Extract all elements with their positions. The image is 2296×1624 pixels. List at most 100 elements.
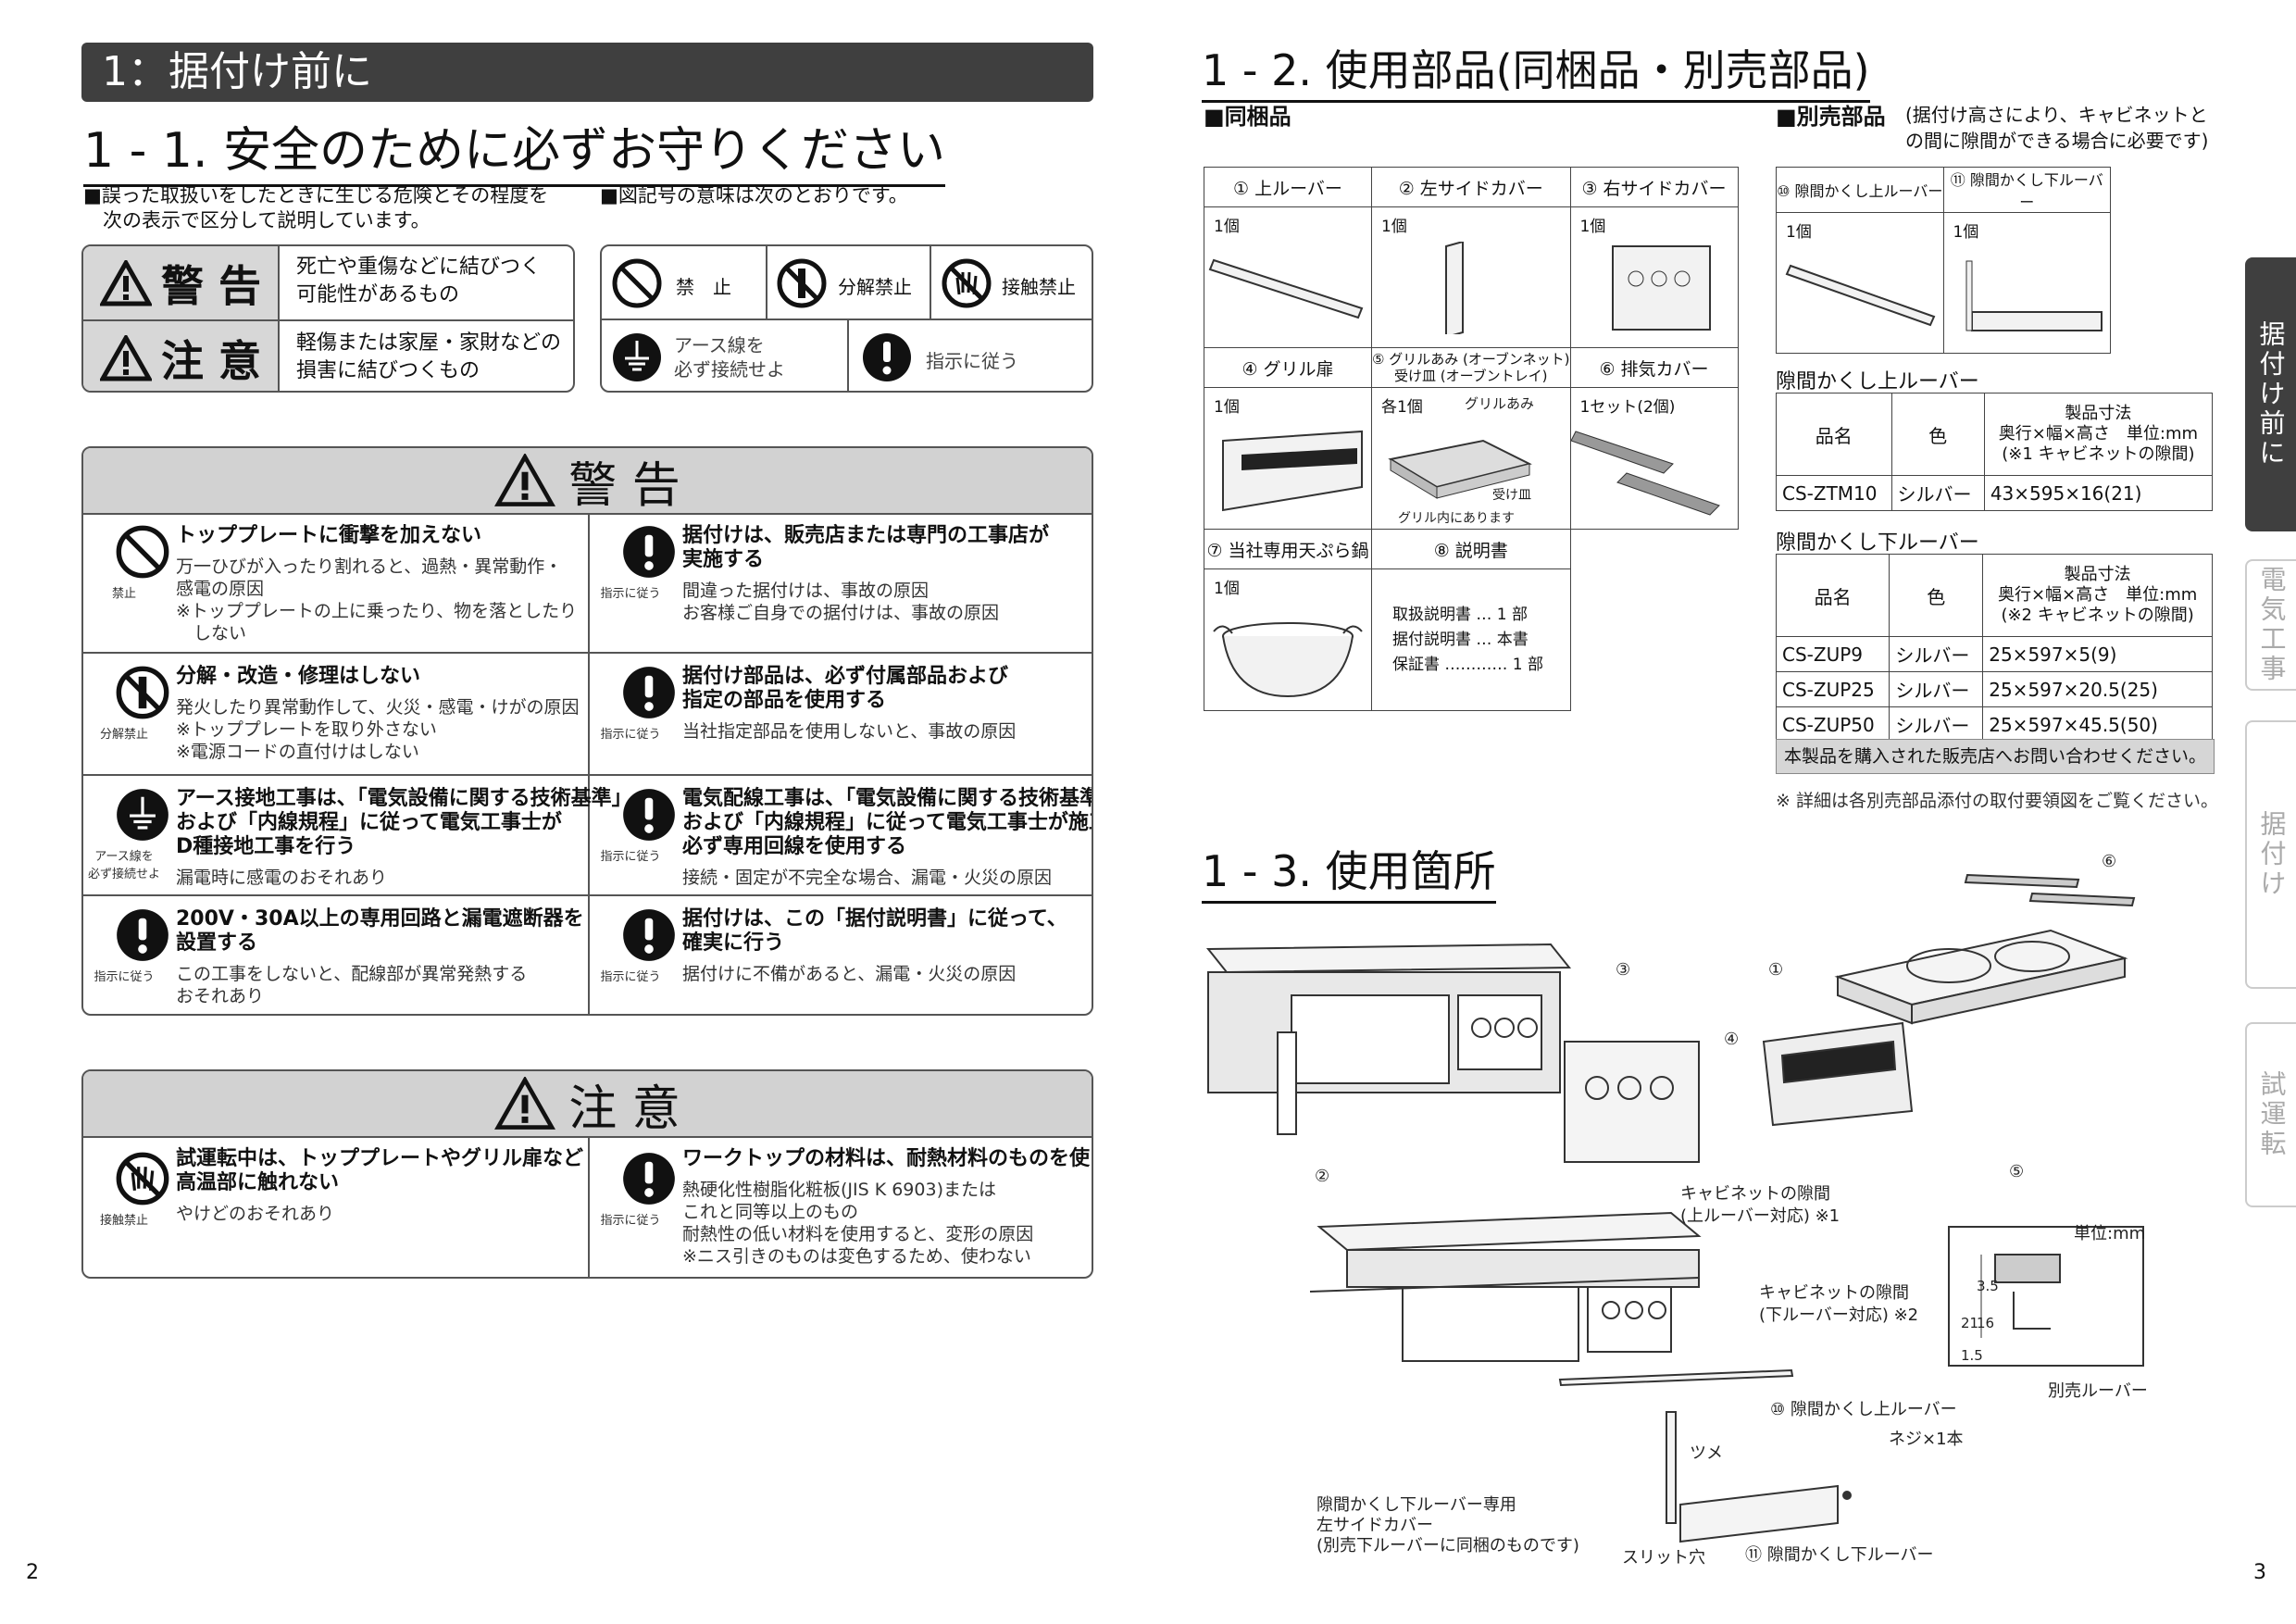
signal-caution-desc: 軽傷または家屋・家財などの 損害に結びつくもの	[296, 331, 562, 382]
lower-cooktop-illustration	[1309, 1211, 1702, 1362]
opt-image-upper: 1個	[1776, 212, 1944, 354]
warning-item-body: この工事をしないと、配線部が異常発熱する おそれあり	[176, 964, 528, 1006]
exhaust-cover-illustration	[1964, 873, 2136, 907]
optional-note: (据付け高さにより、キャビネットと の間に隙間ができる場合に必要です)	[1905, 104, 2209, 152]
section-usage-title: 1 - 3. 使用箇所	[1202, 838, 1496, 904]
instruction-icon	[117, 909, 168, 961]
note-levels: ■誤った取扱いをしたときに生じる危険とその程度を 次の表示で区分して説明していま…	[83, 184, 549, 231]
cabinet-illustration	[1205, 943, 1572, 1135]
warning-triangle-icon	[494, 454, 556, 506]
opt-part-name: ⑩ 隙間かくし上ルーバー	[1776, 167, 1944, 213]
instruction-icon	[623, 909, 675, 961]
section-parts-title: 1 - 2. 使用部品(同梱品・別売部品)	[1202, 37, 1870, 103]
signal-warning: 警 告	[83, 246, 280, 319]
instruction-icon	[623, 667, 675, 718]
part-name: ④ グリル扉	[1204, 347, 1372, 388]
page-number-right: 3	[2253, 1561, 2266, 1584]
caution-item-icon-caption: 接触禁止	[99, 1214, 148, 1228]
optional-parts-table: ⑩ 隙間かくし上ルーバー ⑪ 隙間かくし下ルーバー 1個 1個	[1776, 167, 2111, 354]
exhaust-cover-illustration	[1569, 431, 1720, 516]
usage-diagram	[1205, 873, 2144, 1543]
part-image-upper-louver: 1個	[1204, 206, 1372, 348]
instruction-icon	[623, 789, 675, 841]
page-number-left: 2	[26, 1561, 39, 1584]
grill-net-tray-illustration	[1388, 439, 1532, 499]
section-title: 1 - 1. 安全のために必ずお守りください	[83, 111, 946, 187]
warning-triangle-icon	[99, 259, 152, 306]
instruction-label: 指示に従う	[926, 350, 1018, 372]
chapter-title: 1：据付け前に	[81, 43, 1093, 102]
upper-louver-spec-table: 品名 色 製品寸法 奥行×幅×高さ 単位:mm (※1 キャビネットの隙間) C…	[1776, 393, 2214, 511]
prohibit-label: 禁 止	[676, 276, 731, 298]
upper-louver-title: 隙間かくし上ルーバー	[1776, 370, 1979, 394]
label-n3: ③	[1616, 960, 1631, 980]
warning-table: 警 告 禁止 トッププレートに衝撃を加えない 万一ひびが入ったり割れると、過熱・…	[81, 446, 1093, 1016]
signal-warning-desc: 死亡や重傷などに結びつく 可能性があるもの	[296, 256, 542, 306]
no-disassembly-icon	[116, 666, 169, 719]
gap-lower-louver-illustration	[1965, 260, 2103, 331]
manual-list: 取扱説明書 … 1 部 据付説明書 … 本書 保証書 ………… 1 部	[1371, 568, 1571, 711]
warning-header: 警 告	[83, 448, 1092, 515]
ground-icon	[117, 789, 168, 841]
warning-item-icon-caption: 指示に従う	[600, 970, 661, 984]
caution-triangle-icon	[494, 1077, 556, 1130]
lower-louver-title: 隙間かくし下ルーバー	[1776, 531, 1979, 555]
label-d21: 21	[1961, 1315, 1979, 1331]
signal-word-box: 警 告 死亡や重傷などに結びつく 可能性があるもの 注 意 軽傷または家屋・家財…	[81, 244, 575, 393]
part-name: ⑤ グリルあみ (オーブンネット) 受け皿 (オーブントレイ)	[1371, 347, 1571, 388]
caution-item-icon-caption: 指示に従う	[600, 1214, 661, 1228]
label-n6: ⑥	[2102, 852, 2117, 871]
part-image-right-cover: 1個	[1569, 206, 1739, 348]
caution-item-body: 熱硬化性樹脂化粧板(JIS K 6903)または これと同等以上のもの 耐熱性の…	[682, 1180, 1034, 1267]
prohibit-icon	[116, 525, 169, 579]
caution-triangle-icon	[99, 334, 152, 381]
warning-item-icon-caption: 指示に従う	[94, 970, 155, 984]
warning-item-icon-caption: 指示に従う	[600, 587, 661, 601]
gap-upper-louver-illustration	[1785, 264, 1936, 327]
warning-item-icon-caption: アース線を 必ず接続せよ	[87, 850, 160, 881]
label-n1: ①	[1768, 960, 1784, 980]
label-upper-louver: ⑩ 隙間かくし上ルーバー	[1770, 1400, 1957, 1419]
instruction-icon	[623, 1153, 675, 1205]
part-image-exhaust-cover: 1セット(2個)	[1569, 387, 1739, 530]
ground-icon	[613, 333, 661, 381]
gap-louvers-illustration	[1558, 1368, 1852, 1543]
opt-image-lower: 1個	[1942, 212, 2111, 354]
tab-electrical[interactable]: 電気工事	[2245, 559, 2296, 691]
warning-item-body: 当社指定部品を使用しないと、事故の原因	[682, 721, 1017, 742]
label-side-cover: 隙間かくし下ルーバー専用 左サイドカバー (別売下ルーバーに同梱のものです)	[1316, 1495, 1579, 1555]
upper-louver-illustration	[1208, 258, 1364, 319]
no-disassembly-icon	[777, 258, 827, 308]
warning-item-body: 万一ひびが入ったり割れると、過熱・異常動作・ 感電の原因 ※トッププレートの上に…	[176, 556, 578, 643]
caution-header: 注 意	[83, 1071, 1092, 1138]
symbol-legend-box: 禁 止 分解禁止 接触禁止 アース線を 必ず接続せよ 指示に従う	[600, 244, 1093, 393]
part-name: ⑥ 排気カバー	[1569, 347, 1739, 388]
part-image-grill-door: 1個	[1204, 387, 1372, 530]
dimension-detail	[1948, 1226, 2144, 1367]
warning-item-icon-caption: 指示に従う	[600, 850, 661, 864]
no-touch-icon	[942, 258, 992, 308]
label-n4: ④	[1724, 1030, 1740, 1049]
warning-item-title: 分解・改造・修理はしない	[176, 665, 421, 688]
right-cover-illustration	[1564, 1041, 1700, 1163]
prohibit-icon	[612, 258, 662, 308]
warning-item-body: 据付けに不備があると、漏電・火災の原因	[682, 964, 1017, 984]
label-screw: ネジ×1本	[1889, 1430, 1964, 1449]
warning-item-title: 据付けは、販売店または専門の工事店が 実施する	[682, 524, 1050, 571]
note-symbols: ■図記号の意味は次のとおりです。	[600, 184, 908, 206]
label-cab-gap-upper: キャビネットの隙間 (上ルーバー対応) ※1	[1680, 1184, 1841, 1226]
ground-label: アース線を 必ず接続せよ	[674, 334, 785, 381]
instruction-icon	[623, 526, 675, 578]
warning-item-icon-caption: 指示に従う	[600, 728, 661, 742]
caution-table: 注 意 接触禁止 試運転中は、トッププレートやグリル扉など 高温部に触れない や…	[81, 1069, 1093, 1279]
part-image-left-cover: 1個	[1371, 206, 1571, 348]
detail-note: ※ 詳細は各別売部品添付の取付要領図をご覧ください。	[1776, 791, 2218, 811]
label-d35: 3.5	[1977, 1278, 1999, 1294]
tab-install[interactable]: 据付け	[2245, 720, 2296, 989]
tab-before-install[interactable]: 据付け前に	[2245, 257, 2296, 531]
warning-item-title: 電気配線工事は、「電気設備に関する技術基準」 および「内線規程」に従って電気工事…	[682, 787, 1093, 858]
warning-item-body: 漏電時に感電のおそれあり	[176, 868, 388, 888]
tab-test-run[interactable]: 試運転	[2245, 1022, 2296, 1207]
label-lower-louver: ⑪ 隙間かくし下ルーバー	[1745, 1545, 1934, 1565]
warning-item-icon-caption: 禁止	[111, 587, 136, 601]
